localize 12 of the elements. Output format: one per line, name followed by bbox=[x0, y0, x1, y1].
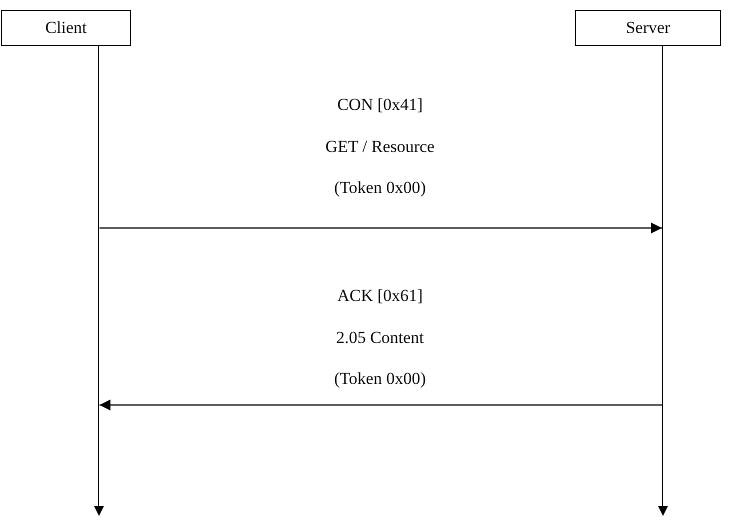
participant-box bbox=[575, 10, 721, 46]
message-text: (Token 0x00) bbox=[333, 369, 427, 389]
participant-name: Client bbox=[45, 18, 87, 38]
message-arrow bbox=[99, 400, 662, 410]
participant-box bbox=[1, 10, 131, 46]
message-text: GET / Resource bbox=[324, 137, 436, 157]
message-text: 2.05 Content bbox=[335, 328, 425, 348]
message-text: CON [0x41] bbox=[336, 95, 424, 115]
message-text: ACK [0x61] bbox=[336, 286, 424, 306]
participant-name: Server bbox=[626, 18, 670, 38]
message-text: (Token 0x00) bbox=[333, 178, 427, 198]
message-arrow bbox=[99, 222, 662, 234]
